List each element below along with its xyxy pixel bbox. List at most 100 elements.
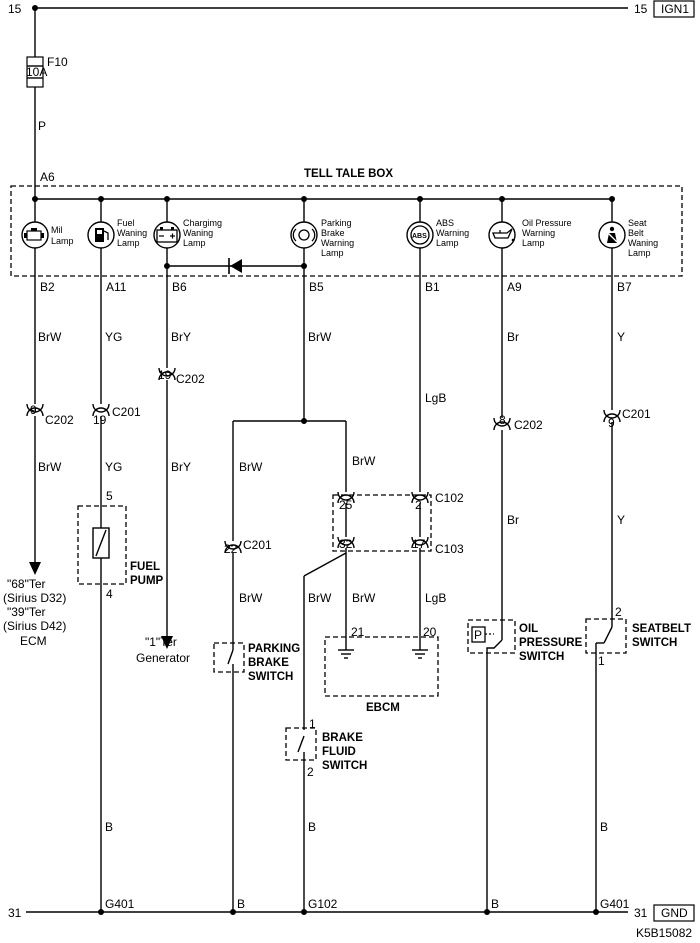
ign1-tag	[653, 0, 695, 18]
fuel-pump-pin-5: 5	[106, 489, 113, 503]
ecm-line-1: "68"Ter	[7, 577, 46, 591]
ground-b-oil: B	[491, 897, 499, 911]
wire-label-brw-4: BrW	[239, 460, 263, 474]
c102-pin-25: 25	[339, 498, 353, 512]
ebcm-pin-21: 21	[351, 625, 365, 639]
box-pins: B2 A11 B6 B5 B1 A9 B7	[40, 280, 632, 294]
parking-lamp-label-2: Brake	[321, 228, 345, 238]
fuel-pump: 5 4 FUEL PUMP	[77, 489, 164, 912]
oil-can-icon	[492, 228, 515, 242]
seatbelt-switch: 2 1 SEATBELT SWITCH	[585, 605, 691, 912]
ebcm: 21 20 EBCM	[324, 625, 439, 714]
fuel-pump-label-2: PUMP	[130, 575, 164, 587]
gnd-rail: 31 31 GND G401 G102 G401 K5B15082	[8, 897, 695, 940]
engine-icon	[24, 228, 44, 241]
rail-label-top-left: 15	[8, 2, 22, 16]
conn-name-c201-c: C201	[243, 538, 272, 552]
gnd-tag-label: GND	[661, 906, 688, 920]
brake-icon	[292, 228, 316, 242]
charging-lamp-label-3: Lamp	[183, 238, 206, 248]
ground-symbol-20	[412, 640, 428, 659]
conn-num-c201-b: 9	[608, 416, 615, 430]
gnd-tag	[653, 904, 695, 922]
seatbelt-switch-label-2: SWITCH	[632, 637, 677, 649]
conn-name-c202-c: C202	[514, 418, 543, 432]
charging-lamp-label-2: Waning	[183, 228, 213, 238]
ign1-tag-label: IGN1	[661, 2, 689, 16]
tell-tale-box: TELL TALE BOX	[10, 168, 683, 277]
circuit-parking-brake: BrW BrW 22 C201 BrW PARKING BRAKE SWITCH…	[213, 283, 376, 912]
abs-lamp-label-2: Warning	[436, 228, 469, 238]
seatbelt-lamp-label-4: Lamp	[628, 248, 651, 258]
parking-switch-label-3: SWITCH	[248, 671, 293, 683]
c102-pin-2: 2	[415, 498, 422, 512]
conn-name-c201-b: C201	[622, 407, 651, 421]
parking-lamp-label-4: Lamp	[321, 248, 344, 258]
conn-name-c202-b: C202	[176, 372, 205, 386]
wire-label-b-1: B	[105, 820, 113, 834]
fluid-switch-pin-1: 1	[309, 717, 316, 731]
circuit-abs: LgB LgB	[419, 283, 446, 640]
wire-label-yg-1: YG	[105, 330, 122, 344]
fluid-switch-pin-2: 2	[307, 765, 314, 779]
pin-b7: B7	[617, 280, 632, 294]
fuel-pump-icon	[95, 228, 109, 242]
generator-line-1: "1"Ter	[145, 635, 177, 649]
parking-switch-label-2: BRAKE	[248, 657, 289, 669]
pin-a11: A11	[106, 280, 127, 294]
c103-pin-32: 32	[339, 537, 353, 551]
wire-label-brw-5: BrW	[239, 591, 263, 605]
fluid-switch-label-3: SWITCH	[322, 760, 367, 772]
fuse-name: F10	[47, 55, 68, 69]
oil-switch-label-3: SWITCH	[519, 651, 564, 663]
oil-lamp-label-1: Oil Pressure	[522, 218, 572, 228]
ecm-line-3: "39"Ter	[7, 605, 46, 619]
fuel-lamp-label-2: Waning	[117, 228, 147, 238]
fuel-lamp-label-1: Fuel	[117, 218, 135, 228]
oil-switch-p-label: P	[474, 628, 482, 642]
connector-c102-c103: 25 2 C102 32 17 C103	[332, 491, 464, 556]
wire-label-b-2: B	[308, 820, 316, 834]
pin-b6: B6	[172, 280, 187, 294]
circuit-oil-pressure: Br 8 C202 Br P OIL PRESSURE SWITCH B	[467, 283, 583, 912]
conn-num-c202-a: 9	[30, 403, 37, 417]
battery-icon	[156, 227, 178, 243]
wire-label-brw-6: BrW	[352, 454, 376, 468]
c102-name: C102	[435, 491, 464, 505]
ecm-line-5: ECM	[20, 634, 47, 648]
seatbelt-switch-pin-2: 2	[615, 605, 622, 619]
oil-lamp-label-3: Lamp	[522, 238, 545, 248]
conn-num-c201-c: 22	[224, 542, 238, 556]
seat-belt-icon	[606, 226, 618, 243]
wire-label-bry-2: BrY	[171, 460, 191, 474]
wire-label-brw-7: BrW	[308, 591, 332, 605]
wire-label-br-1: Br	[507, 330, 519, 344]
oil-pressure-warning-lamp: Oil Pressure Warning Lamp	[488, 199, 572, 283]
brake-fluid-switch: 1 2 BRAKE FLUID SWITCH	[285, 717, 367, 912]
fuel-lamp-label-3: Lamp	[117, 238, 140, 248]
wire-label-brw-8: BrW	[352, 591, 376, 605]
ecm-line-2: (Sirius D32)	[3, 591, 66, 605]
conn-num-c202-b: 19	[158, 368, 172, 382]
generator-line-2: Generator	[136, 651, 190, 665]
wire-label-br-2: Br	[507, 513, 519, 527]
wire-label-yg-2: YG	[105, 460, 122, 474]
box-title: TELL TALE BOX	[304, 168, 393, 180]
wire-label-b-3: B	[600, 820, 608, 834]
oil-pressure-switch: P OIL PRESSURE SWITCH	[467, 619, 583, 912]
parking-lamp-label-3: Warning	[321, 238, 354, 248]
fuse-f10: 10A F10 P A6	[26, 8, 68, 199]
conn-num-c201-a: 19	[93, 413, 107, 427]
c103-name: C103	[435, 542, 464, 556]
conn-num-c202-c: 8	[499, 413, 506, 427]
fuse-rating: 10A	[26, 65, 47, 79]
oil-lamp-label-2: Warning	[522, 228, 555, 238]
wire-label-brw-1: BrW	[38, 330, 62, 344]
charging-warning-lamp: Chargimg Waning Lamp	[153, 199, 222, 283]
mil-lamp: Mil Lamp	[21, 199, 74, 283]
rail-label-top-right: 15	[634, 2, 648, 16]
pin-b5: B5	[309, 280, 324, 294]
fluid-switch-label-2: FLUID	[322, 746, 356, 758]
box-pin-a6: A6	[40, 170, 55, 184]
